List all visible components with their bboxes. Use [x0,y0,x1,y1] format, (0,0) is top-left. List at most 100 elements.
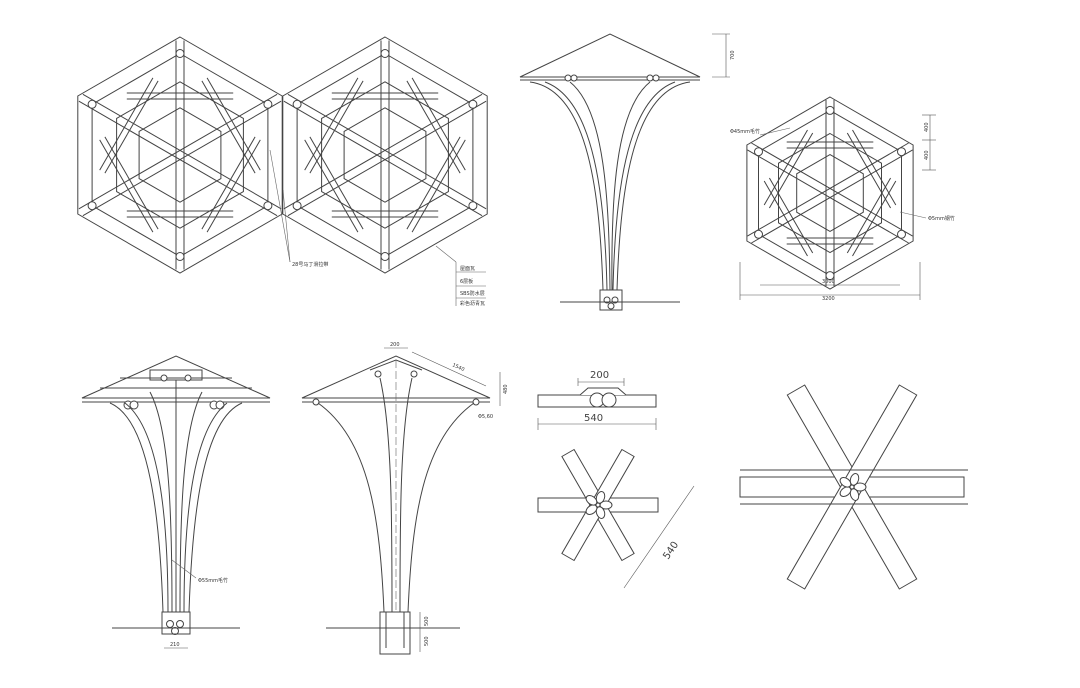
outer-dimension-label: 3200 [822,296,835,302]
bamboo-beam [283,93,483,210]
eave-dimension-label: 480 [503,384,509,394]
hex-outline [77,36,283,274]
pole-curve [611,81,651,291]
hex-plan-middle [282,36,488,274]
hex-ring [91,52,269,258]
bamboo-section [754,147,763,157]
pole-curve [569,81,611,291]
bamboo-purlin [406,80,461,174]
pole-curve [399,377,413,613]
bamboo-beam [78,93,278,210]
bamboo-purlin [104,136,159,230]
pole-curve [529,81,604,291]
bamboo-purlin [852,180,897,257]
bamboo-beam [747,142,909,237]
bamboo-section [652,74,660,82]
pole-curve [612,81,676,291]
bamboo-purlin [309,80,364,174]
hex-outline [282,36,488,274]
bamboo-purlin [201,80,256,174]
pole-curve [379,377,393,613]
hex-plan-left: 28号马丁滑拉带 屋面瓦 6层板 SBS防水层 彩色沥青瓦 [77,36,486,307]
side-dimension-2: 400 [924,150,930,160]
hex-ring [138,107,222,203]
tie-note: 28号马丁滑拉带 [292,261,328,268]
bamboo-section [263,99,273,109]
bamboo-purlin [763,129,808,206]
bamboo-section [87,201,97,211]
footing-dimension-2: 500 [424,636,430,646]
bamboo-beam [82,93,282,210]
base-dimension-label: 210 [170,642,180,648]
hex-ring [778,132,882,254]
bamboo-section [263,201,273,211]
inner-dimension-label: 3000 [822,279,835,285]
bamboo-section [897,229,906,239]
bamboo-section [380,49,390,58]
hex-ring [796,154,864,232]
slope-dimension [411,351,487,387]
bamboo-beam [751,142,913,237]
detail-bar: 200 540 [537,370,657,430]
bamboo-section [897,147,906,157]
bamboo-beam [751,149,913,244]
diag-dimension [623,485,695,589]
bamboo-purlin [99,77,154,171]
bamboo-purlin [411,77,466,171]
pole-curve [188,402,243,613]
bamboo-section [564,74,572,82]
bamboo-section [646,74,654,82]
bamboo-purlin [763,180,808,257]
pole-curve [544,81,608,291]
pole-curve [407,402,475,613]
bamboo-purlin [304,77,359,171]
top-dimension-label: 200 [590,370,609,381]
elevation-front: Φ55mm毛竹 210 [81,355,271,649]
bamboo-beam [283,100,483,217]
bamboo-section [87,99,97,109]
pole-note: Φ55mm毛竹 [198,577,228,584]
bamboo-purlin [846,177,892,254]
hex-ring [321,81,449,229]
slope-dimension-label: 1540 [451,362,465,373]
legend-item-asphalt-tile: 彩色沥青瓦 [460,300,485,307]
side-dimension-1: 400 [924,122,930,132]
note-steel-5: Φ5mm钢竹 [928,215,955,222]
leader-line [435,245,457,263]
bamboo-arm [561,448,635,562]
pole-curve [124,402,169,613]
hex-ring [296,52,474,258]
bamboo-beam [78,100,278,217]
footing [599,289,623,311]
bamboo-section [825,105,835,115]
pole-curve [317,402,385,613]
note-bamboo-45: Φ45mm毛竹 [730,128,760,135]
bamboo-section [175,49,185,58]
top-dimension-label: 200 [390,342,400,348]
leader-line [282,189,291,263]
height-label: 700 [730,50,736,60]
hex-ring [758,109,902,277]
total-dimension-label: 540 [584,413,603,424]
roof-outline [519,33,701,78]
bamboo-purlin [201,136,256,230]
bamboo-purlin [768,177,814,254]
bamboo-beam [287,100,487,217]
hex-ring [343,107,427,203]
bamboo-purlin [852,129,897,206]
pole-curve [183,402,228,613]
bamboo-section [175,252,185,261]
bamboo-section [292,201,302,211]
center-bolt [849,484,855,490]
bamboo-purlin [406,136,461,230]
bamboo-purlin [99,139,154,233]
legend-item-roof-tile: 屋面瓦 [460,266,475,272]
legend-item-waterproof: SBS防水层 [460,290,485,297]
bamboo-purlin [846,132,892,209]
center-bolt [595,502,601,508]
edge-dimension-label: Φ5,60 [478,414,493,420]
bamboo-section [754,229,763,239]
bamboo-beam [82,100,282,217]
